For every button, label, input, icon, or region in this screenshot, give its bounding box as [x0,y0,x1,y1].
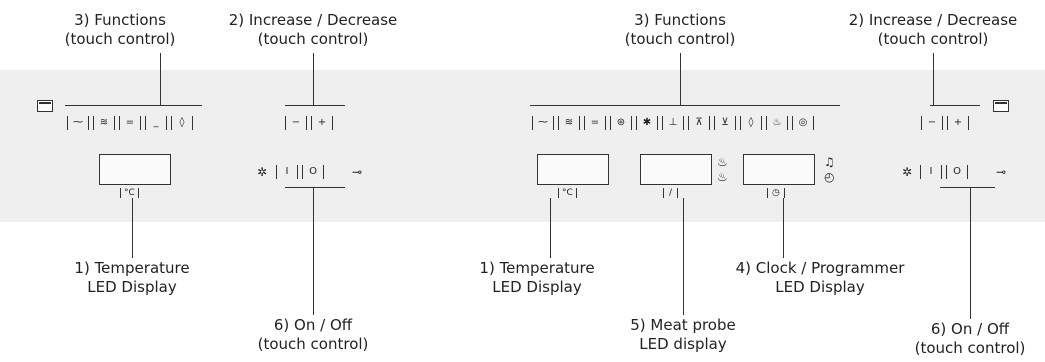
right-function-pizza-button[interactable]: ⊥ [668,117,678,128]
right-function-turbo-grill-button[interactable]: ⊻ [721,117,729,128]
clock-icon: ◷ [772,188,780,198]
left-increase-button[interactable]: + [317,117,327,128]
left-function-buttons: ⁓ ≋ = _ ◊ [67,115,193,131]
callout-left-increase: 2) Increase / Decrease (touch control) [228,11,398,48]
right-onoff-buttons: I O [920,164,968,180]
left-increase-decrease: − + [285,115,333,131]
right-decrease-button[interactable]: − [927,117,937,128]
right-function-top-heat-button[interactable]: ⁓ [538,117,548,128]
left-increase-leader [313,53,314,105]
right-onoff-bar [940,187,995,188]
right-light-icon: ✲ [902,165,913,179]
left-functions-leader [160,53,161,105]
right-function-defrost-fan-button[interactable]: ✱ [642,117,652,128]
left-functions-bar [65,105,202,106]
right-function-defrost-button[interactable]: ◊ [748,117,754,128]
right-onoff-leader [970,187,971,319]
left-onoff-leader [313,187,314,315]
right-function-meat-probe-button[interactable]: ♨ [772,117,782,128]
right-temperature-display [537,154,609,185]
right-function-fan-button[interactable]: ⊛ [616,117,626,128]
left-function-defrost-button[interactable]: ◊ [179,117,185,128]
left-temp-leader [132,198,133,258]
timer-icon: ◴ [824,170,835,184]
meat-probe-display [640,154,712,185]
right-functions-bar [530,105,840,106]
left-onoff-buttons: I O [276,164,324,180]
left-function-top-heat-button[interactable]: ⁓ [73,117,83,128]
oven-right-icon [993,100,1009,112]
callout-right-meat-probe: 5) Meat probe LED display [630,316,736,353]
right-temp-leader [550,198,551,258]
bell-icon: ♫ [824,155,835,169]
right-functions-leader [680,53,681,105]
left-temperature-unit: °C [120,188,139,198]
left-on-button[interactable]: I [285,166,289,177]
control-panel [0,70,1045,222]
callout-left-temperature: 1) Temperature LED Display [74,259,190,296]
right-increase-button[interactable]: + [953,117,963,128]
meat-probe-bottom-icon: ♨ [717,170,728,184]
right-function-top-bottom-button[interactable]: = [590,117,600,128]
callout-left-onoff: 6) On / Off (touch control) [257,316,369,353]
meat-probe-leader [683,198,684,315]
left-function-bottom-heat-button[interactable]: _ [153,117,159,128]
callout-right-functions: 3) Functions (touch control) [624,11,736,48]
left-temperature-display [99,154,171,185]
left-off-button[interactable]: O [309,166,317,177]
right-function-bottom-fan-button[interactable]: ⊼ [695,117,703,128]
right-function-buttons: ⁓ ≋ = ⊛ ✱ ⊥ ⊼ ⊻ ◊ ♨ ◎ [532,115,814,131]
callout-right-increase: 2) Increase / Decrease (touch control) [848,11,1018,48]
right-temperature-unit: °C [558,188,577,198]
clock-leader [783,198,784,258]
right-on-button[interactable]: I [929,166,933,177]
meat-probe-unit: / [663,188,679,198]
clock-unit: ◷ [767,188,785,198]
right-increase-bar [930,105,980,106]
right-function-grill-button[interactable]: ≋ [564,117,574,128]
left-onoff-bar [285,187,345,188]
left-decrease-button[interactable]: − [291,117,301,128]
right-key-icon: ⊸ [996,165,1007,179]
left-function-top-bottom-button[interactable]: = [125,117,135,128]
meat-probe-top-icon: ♨ [717,155,728,169]
light-icon: ✲ [257,165,268,179]
left-function-grill-button[interactable]: ≋ [99,117,109,128]
right-off-button[interactable]: O [953,166,961,177]
clock-display [743,154,815,185]
right-function-steam-button[interactable]: ◎ [798,117,808,128]
left-increase-bar [285,105,345,106]
right-increase-decrease: − + [921,115,969,131]
right-increase-leader [933,53,934,105]
key-icon: ⊸ [352,165,363,179]
callout-left-functions: 3) Functions (touch control) [64,11,176,48]
callout-right-clock: 4) Clock / Programmer LED Display [735,259,905,296]
oven-icon [37,100,53,112]
callout-right-temperature: 1) Temperature LED Display [479,259,595,296]
callout-right-onoff: 6) On / Off (touch control) [914,320,1026,357]
